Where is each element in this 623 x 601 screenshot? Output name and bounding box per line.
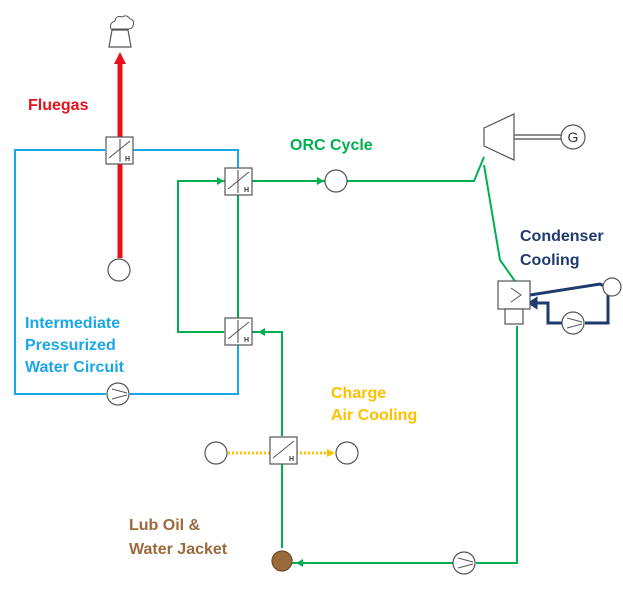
lub-oil-label-line1: Lub Oil & [129, 517, 201, 534]
hx-letter-label: H [125, 156, 130, 163]
orc-flow-arrows [217, 177, 520, 567]
condenser-cooling-pump-icon [561, 311, 585, 335]
intermediate-label-line1: Intermediate [25, 315, 120, 332]
orc-preheater-heat-exchanger-icon: H [224, 317, 253, 346]
orc-return-pump-icon [452, 551, 476, 575]
condenser-cooling-source-node [602, 277, 622, 297]
condenser-label-line2: Cooling [520, 252, 580, 269]
charge-air-label-line2: Air Cooling [331, 407, 417, 424]
lub-oil-source-node [271, 550, 293, 572]
turbine-icon [483, 113, 515, 161]
orc-evaporator-heat-exchanger-icon: H [224, 167, 253, 196]
generator-letter: G [568, 129, 579, 145]
fluegas-heat-exchanger-icon: H [105, 136, 134, 165]
condenser-icon [497, 280, 531, 325]
chimney-icon [108, 15, 135, 48]
charge-air-sink-node [335, 441, 359, 465]
lub-oil-label-line2: Water Jacket [129, 541, 228, 558]
charge-air-label-line1: Charge [331, 385, 386, 402]
charge-air-source-node [204, 441, 228, 465]
hx-letter-label: H [289, 456, 294, 463]
fluegas-source-node [107, 258, 131, 282]
fluegas-line [114, 52, 126, 258]
intermediate-label-line3: Water Circuit [25, 359, 125, 376]
charge-air-heat-exchanger-icon: H [269, 436, 298, 465]
orc-pump-icon [324, 169, 348, 193]
fluegas-label: Fluegas [28, 97, 89, 114]
charge-air-line [228, 449, 335, 457]
hx-letter-label: H [244, 337, 249, 344]
generator-icon: G [560, 124, 586, 150]
shaft-line [514, 134, 561, 140]
intermediate-circuit-pump-icon [106, 382, 130, 406]
intermediate-label-line2: Pressurized [25, 337, 116, 354]
orc-cycle-label: ORC Cycle [290, 137, 373, 154]
condenser-label-line1: Condenser [520, 228, 604, 245]
hx-letter-label: H [244, 187, 249, 194]
orc-cycle-lines [177, 156, 518, 564]
